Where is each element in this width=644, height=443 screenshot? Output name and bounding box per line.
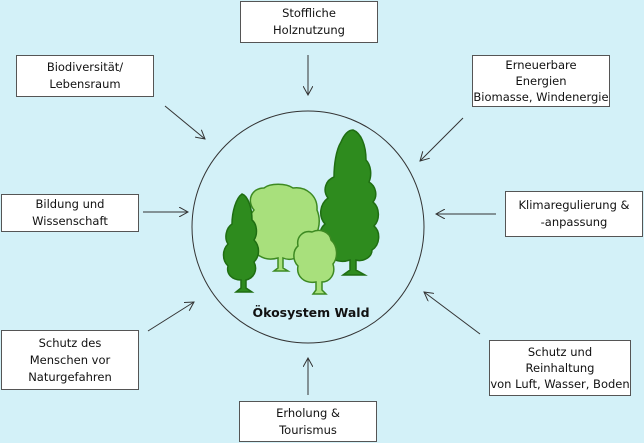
arrow-schutzmensch [147, 302, 194, 332]
node-schutz-reinhaltung: Schutz und Reinhaltung von Luft, Wasser,… [489, 340, 631, 396]
conifer-tree-left [222, 193, 260, 293]
broadleaf-tree-small [293, 229, 338, 295]
arrow-biodiv [164, 105, 205, 139]
arrow-reinhaltung [424, 292, 481, 335]
arrows [143, 55, 496, 395]
node-schutz-menschen: Schutz des Menschen vor Naturgefahren [1, 330, 139, 390]
node-stoffliche-holznutzung: Stoffliche Holznutzung [240, 1, 378, 43]
node-bildung-wissenschaft: Bildung und Wissenschaft [1, 194, 139, 232]
tree-illustration [222, 129, 380, 295]
node-erneuerbare-energien: Erneuerbare Energien Biomasse, Windenerg… [472, 55, 610, 107]
conifer-tree-right [319, 129, 380, 276]
node-biodiversitaet: Biodiversität/ Lebensraum [16, 55, 154, 97]
node-klimaregulierung: Klimaregulierung & -anpassung [505, 191, 643, 237]
center-title: Ökosystem Wald [252, 305, 370, 320]
arrow-erneuerbar [420, 117, 464, 161]
node-erholung-tourismus: Erholung & Tourismus [239, 401, 377, 442]
